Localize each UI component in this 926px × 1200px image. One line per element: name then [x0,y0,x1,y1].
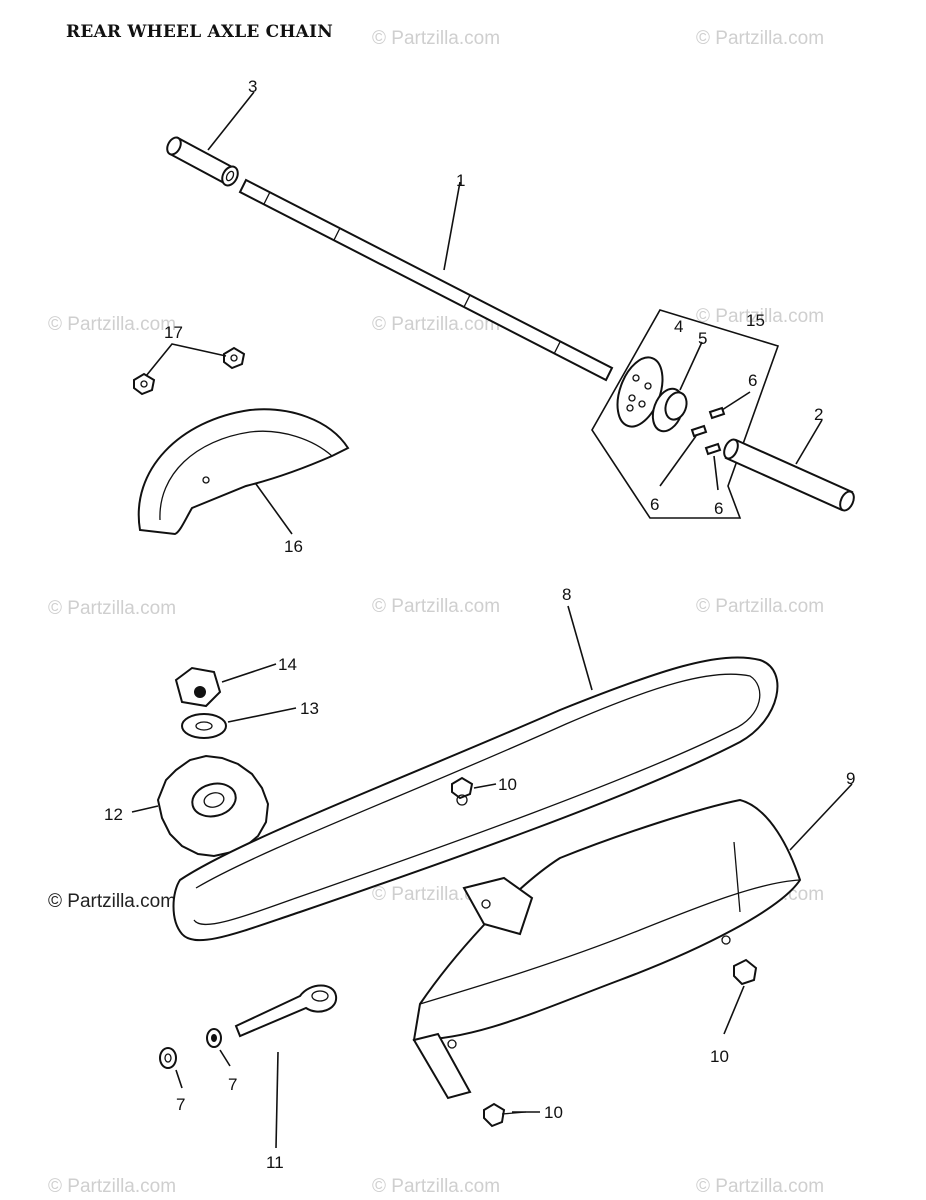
axle-shaft-part [238,178,614,382]
small-nuts-part [133,343,246,396]
cover-bolt-part [723,958,758,1035]
bolts-part [659,391,751,491]
watermark-text: © Partzilla.com [48,598,176,619]
callout-labels: 3 1 4 5 15 6 2 6 6 17 16 8 14 13 10 12 9… [104,77,855,1172]
washer-part [181,707,297,739]
label-nut-top: 14 [278,655,297,674]
watermark-text: © Partzilla.com [48,314,176,335]
label-hub-assembly: 15 [746,311,765,330]
adjuster-part [234,984,338,1149]
label-guard: 16 [284,537,303,556]
adjuster-nuts-part [159,1028,231,1089]
label-small-nuts: 17 [164,323,183,342]
watermark-text: © Partzilla.com [48,891,176,912]
label-bolt-bottom: 10 [544,1103,563,1122]
watermark-text: © Partzilla.com [372,1176,500,1197]
watermark-text: © Partzilla.com [696,596,824,617]
label-adjuster: 11 [266,1153,284,1172]
watermark-text: © Partzilla.com [372,28,500,49]
sprocket-part [131,754,270,858]
label-hub: 5 [698,329,707,348]
label-nut-right: 7 [228,1075,237,1094]
label-chain-cover: 9 [846,769,855,788]
label-axle: 1 [456,171,465,190]
watermark-text: © Partzilla.com [696,1176,824,1197]
guard-part [137,408,350,536]
sleeve-part [166,91,255,187]
chain-part [172,605,779,942]
label-chain: 8 [562,585,571,604]
label-bolt-cover: 10 [710,1047,729,1066]
watermark-text: © Partzilla.com [48,1176,176,1197]
hub-part [651,341,703,433]
label-bolt-c: 6 [714,499,723,518]
label-sprocket: 12 [104,805,123,824]
label-hub-plate: 4 [674,317,683,336]
chain-cover-part [412,783,853,1100]
label-washer: 13 [300,699,319,718]
label-bolt-b: 6 [650,495,659,514]
watermark-text: © Partzilla.com [372,314,500,335]
hub-assembly-bracket [591,309,780,519]
axle-tube-part [723,419,855,512]
watermark-text: © Partzilla.com [696,306,824,327]
label-axle-right: 2 [814,405,823,424]
label-sleeve: 3 [248,77,257,96]
bottom-bolt-part [483,1102,540,1128]
diagram-title: REAR WHEEL AXLE CHAIN [66,22,333,42]
nut-part [174,663,277,708]
watermark-text: © Partzilla.com [372,596,500,617]
label-bolt-a: 6 [748,371,757,390]
label-bolt-center: 10 [498,775,517,794]
watermark-text: © Partzilla.com [696,28,824,49]
label-nut-left: 7 [176,1095,185,1114]
center-bolt-part [451,776,497,806]
